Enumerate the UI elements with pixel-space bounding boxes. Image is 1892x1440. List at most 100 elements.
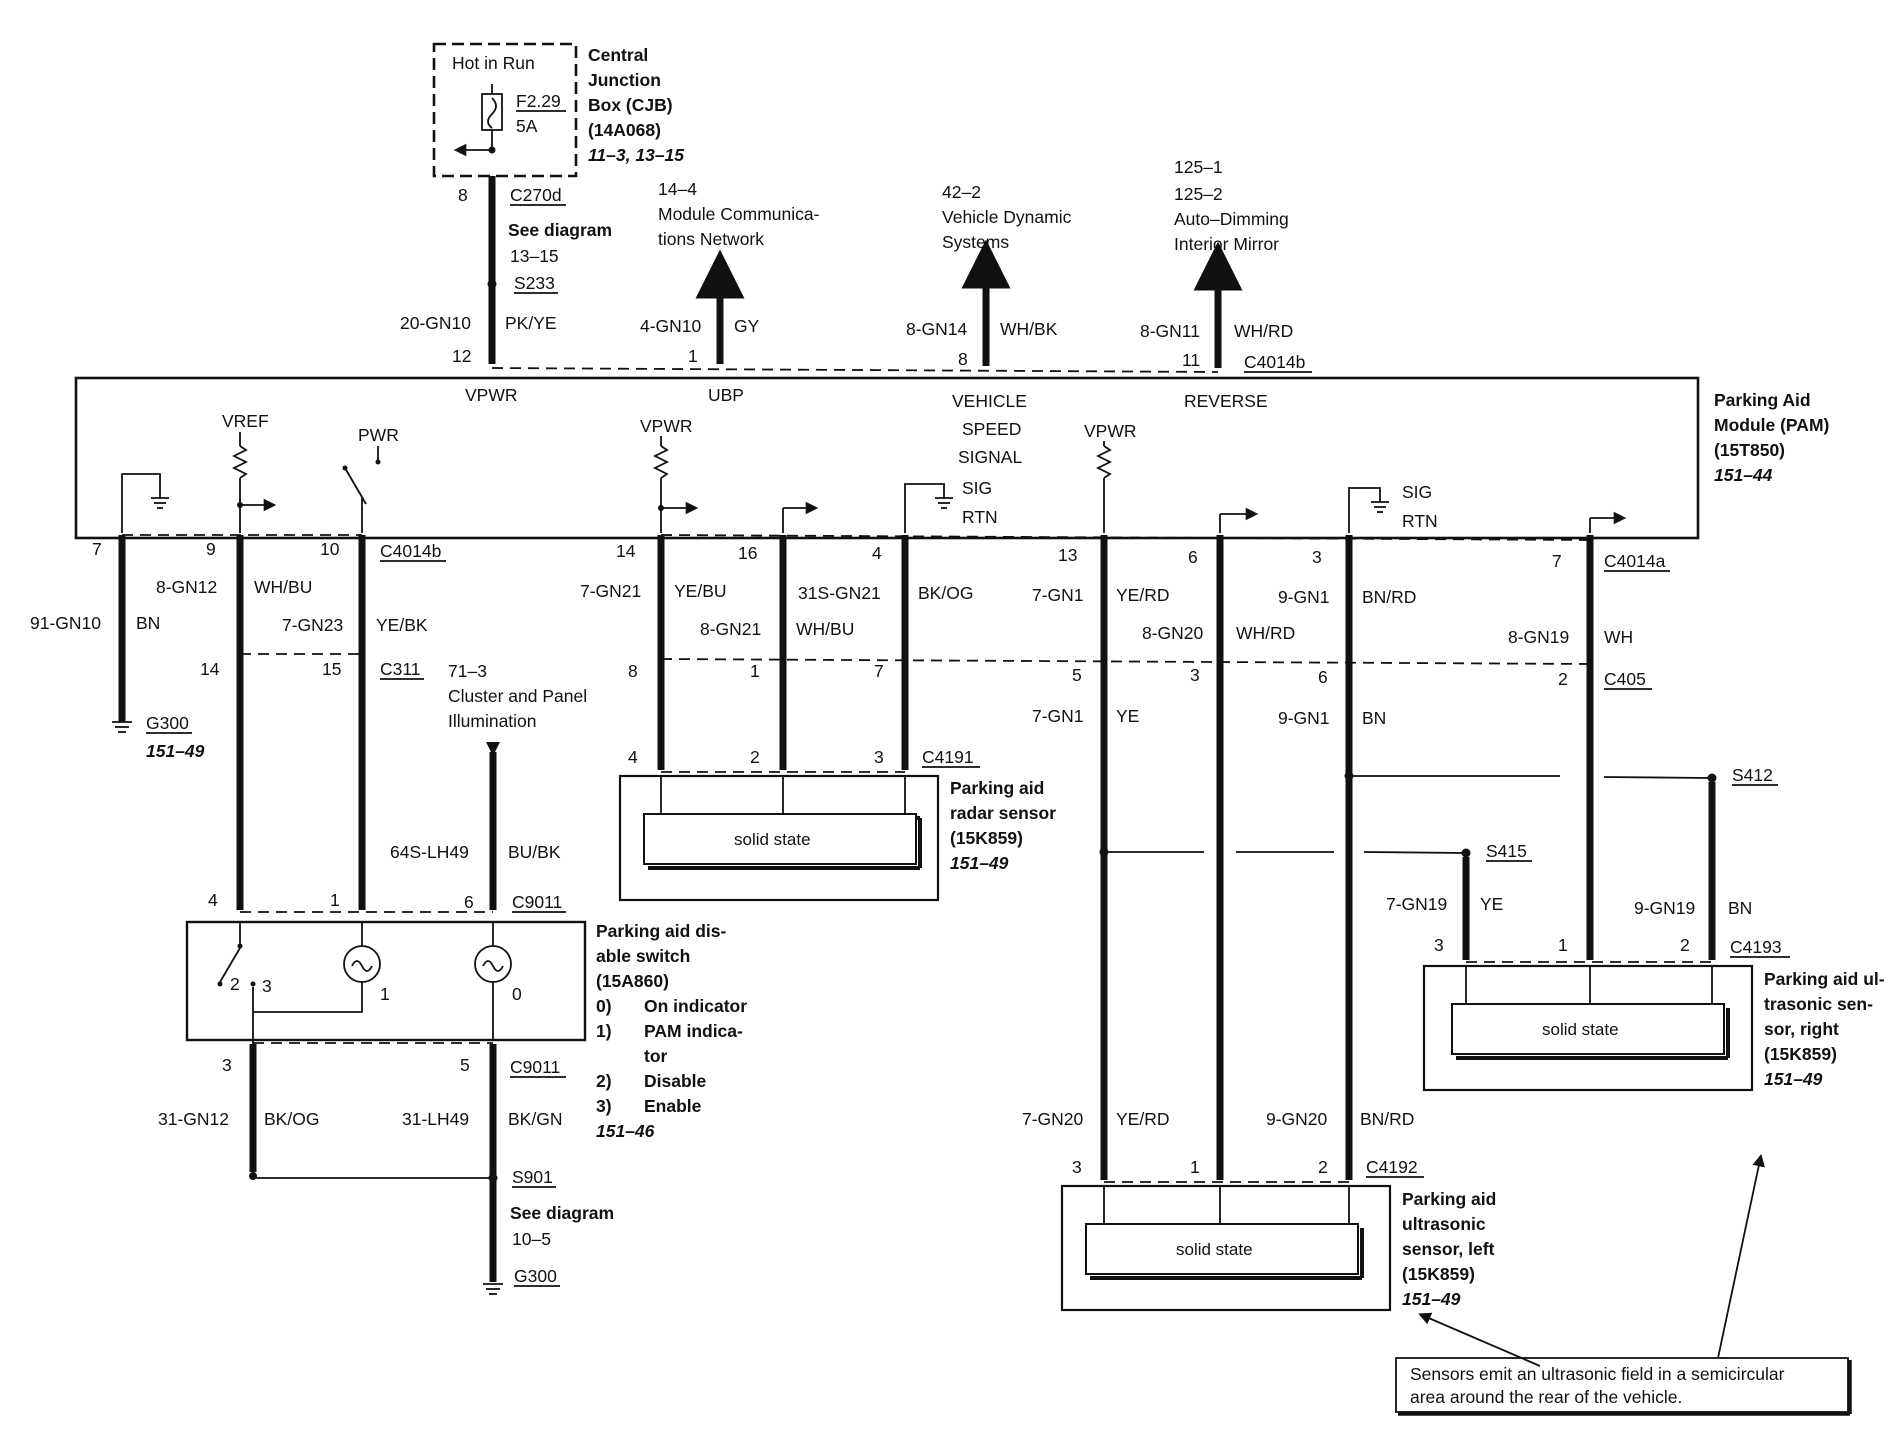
switch-pin-6: 6	[464, 892, 474, 912]
c311-pin-15: 15	[322, 659, 341, 679]
right-sensor-name-3: sor, right	[1764, 1019, 1839, 1039]
color-bn-left: BN	[136, 613, 160, 633]
radar-sensor-box	[618, 774, 940, 902]
c311-pin-14: 14	[200, 659, 220, 679]
circuit-31-gn12: 31-GN12	[158, 1109, 229, 1129]
switch-internal-2: 2	[230, 974, 240, 994]
switch-name-2: able switch	[596, 946, 690, 966]
fuse-rating: 5A	[516, 116, 538, 136]
on-indicator-lamp-icon	[474, 945, 512, 983]
left-sensor-name-1: Parking aid	[1402, 1189, 1496, 1209]
color-wh-bk: WH/BK	[1000, 319, 1058, 339]
ultrasonic-note: Sensors emit an ultrasonic field in a se…	[1395, 1153, 1852, 1416]
circuit-8-gn21: 8-GN21	[700, 619, 761, 639]
legend-3-text: Enable	[644, 1096, 702, 1116]
color-pk-ye: PK/YE	[505, 313, 557, 333]
circuit-7-gn20: 7-GN20	[1022, 1109, 1084, 1129]
left-sensor-pin-1: 1	[1190, 1157, 1200, 1177]
pin-16: 16	[738, 543, 757, 563]
legend-3-num: 3)	[596, 1096, 612, 1116]
c405-pin-7: 7	[874, 661, 884, 681]
pam-name-2: Module (PAM)	[1714, 415, 1829, 435]
cjb-hot-label: Hot in Run	[452, 53, 535, 73]
connector-c4014b-bottom: C4014b	[380, 541, 441, 561]
illum-label-1: Cluster and Panel	[448, 686, 587, 706]
connector-c270d: C270d	[510, 185, 562, 205]
mcn-ref: 14–4	[658, 179, 697, 199]
switch-name-1: Parking aid dis-	[596, 921, 726, 941]
adm-ref-1: 125–1	[1174, 157, 1223, 177]
left-sensor-box	[1060, 1184, 1392, 1312]
ground-g400-ref: 151–49	[146, 741, 205, 761]
note-line-2: area around the rear of the vehicle.	[1410, 1387, 1682, 1407]
note-line-1: Sensors emit an ultrasonic field in a se…	[1410, 1364, 1785, 1384]
legend-0-num: 0)	[596, 996, 612, 1016]
pam-pin-vpwr: VPWR	[465, 385, 518, 405]
pam-vpwr-label-2: VPWR	[640, 416, 693, 436]
pam-pin-signal: SIGNAL	[958, 447, 1022, 467]
mcn-label-1: Module Communica-	[658, 204, 820, 224]
right-sensor-ref: 151–49	[1764, 1069, 1823, 1089]
circuit-7-gn1: 7-GN1	[1032, 585, 1084, 605]
see-diagram-label-2: See diagram	[510, 1203, 614, 1223]
switch-pin-1: 1	[330, 890, 340, 910]
pam-pin-ubp: UBP	[708, 385, 744, 405]
cjb-name-1: Central	[588, 45, 648, 65]
left-sensor-pin-2: 2	[1318, 1157, 1328, 1177]
color-wh-rd-mid: WH/RD	[1236, 623, 1295, 643]
pin-12: 12	[452, 346, 471, 366]
color-bn-rd: BN/RD	[1362, 587, 1416, 607]
connector-c9011-top: C9011	[512, 892, 562, 912]
circuit-31-lh49: 31-LH49	[402, 1109, 469, 1129]
circuit-7-gn21: 7-GN21	[580, 581, 641, 601]
color-bu-bk: BU/BK	[508, 842, 561, 862]
circuit-64s-lh49: 64S-LH49	[390, 842, 469, 862]
illum-ref: 71–3	[448, 661, 487, 681]
adm-ref-2: 125–2	[1174, 184, 1223, 204]
pam-sig-label-2: SIG	[1402, 482, 1432, 502]
circuit-8-gn20: 8-GN20	[1142, 623, 1204, 643]
connector-c405: C405	[1604, 669, 1646, 689]
circuit-9-gn1: 9-GN1	[1278, 587, 1330, 607]
right-sensor-pin-3: 3	[1434, 935, 1444, 955]
right-sensor-pin-2: 2	[1680, 935, 1690, 955]
circuit-9-gn19: 9-GN19	[1634, 898, 1695, 918]
circuit-4-gn10: 4-GN10	[640, 316, 702, 336]
right-sensor-name-4: (15K859)	[1764, 1044, 1837, 1064]
color-bk-og-left: BK/OG	[264, 1109, 319, 1129]
legend-0-text: On indicator	[644, 996, 747, 1016]
circuit-20-gn10: 20-GN10	[400, 313, 471, 333]
color-ye-rd: YE/RD	[1116, 585, 1169, 605]
pin-4: 4	[872, 543, 882, 563]
legend-1-text-cont: tor	[644, 1046, 668, 1066]
radar-ref: 151–49	[950, 853, 1009, 873]
connector-c9011-bottom: C9011	[510, 1057, 560, 1077]
circuit-9-gn20: 9-GN20	[1266, 1109, 1328, 1129]
pam-pin-reverse: REVERSE	[1184, 391, 1268, 411]
radar-sensor-section: 7-GN21 YE/BU 8-GN21 WH/BU 31S-GN21 BK/OG…	[580, 535, 1591, 902]
color-bn-mid: BN	[1362, 708, 1386, 728]
left-section: 91-GN10 BN G300 151–49 8-GN12 WH/BU 7-GN…	[30, 535, 614, 1295]
connector-c4191: C4191	[922, 747, 974, 767]
pin-1: 1	[688, 346, 698, 366]
see-diagram-number: 13–15	[510, 246, 559, 266]
see-diagram-number-2: 10–5	[512, 1229, 551, 1249]
right-sensor-name-2: trasonic sen-	[1764, 994, 1873, 1014]
circuit-31s-gn21: 31S-GN21	[798, 583, 881, 603]
pam-name-3: (15T850)	[1714, 440, 1785, 460]
left-sensor-name-3: sensor, left	[1402, 1239, 1495, 1259]
left-solid-state: solid state	[1176, 1240, 1253, 1259]
legend-2-text: Disable	[644, 1071, 707, 1091]
connector-c4193: C4193	[1730, 937, 1782, 957]
pam-pin-speed: SPEED	[962, 419, 1021, 439]
pam-top-connector: 12 1 8 11 C4014b	[452, 346, 1312, 373]
connector-c4192: C4192	[1366, 1157, 1418, 1177]
right-sensor-box	[1422, 964, 1754, 1092]
color-bn-rd-left-sensor: BN/RD	[1360, 1109, 1414, 1129]
switch-pin-4: 4	[208, 890, 218, 910]
pin-10: 10	[320, 539, 340, 559]
pin-9: 9	[206, 539, 216, 559]
splice-s901: S901	[512, 1167, 553, 1187]
color-wh: WH	[1604, 627, 1633, 647]
